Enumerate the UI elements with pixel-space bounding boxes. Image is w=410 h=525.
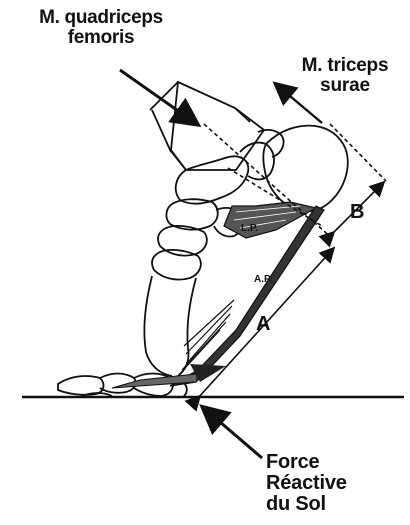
- lever-a-label: A: [256, 314, 270, 334]
- quadriceps-label-line2: femoris: [6, 28, 196, 48]
- lever-b-label: B: [350, 202, 364, 222]
- plantar-aponeurosis: [112, 206, 324, 388]
- plantar-aponeurosis-label: A.P.: [254, 275, 272, 285]
- ground-force-label-line3: du Sol: [266, 494, 376, 515]
- quadriceps-arrow: [120, 70, 194, 122]
- triceps-label: M. triceps surae: [290, 56, 400, 96]
- ground-reaction-arrow: [206, 410, 262, 458]
- long-plantar-label: L.P.: [241, 224, 258, 234]
- quadriceps-label-line1: M. quadriceps: [6, 8, 196, 28]
- ground-force-label-line2: Réactive: [266, 473, 376, 494]
- triceps-label-line1: M. triceps: [290, 56, 400, 76]
- triceps-label-line2: surae: [290, 76, 400, 96]
- talus-bones: [176, 130, 284, 204]
- ground-force-label: Force Réactive du Sol: [266, 452, 376, 515]
- ground-force-label-line1: Force: [266, 452, 376, 473]
- quadriceps-label: M. quadriceps femoris: [6, 8, 196, 48]
